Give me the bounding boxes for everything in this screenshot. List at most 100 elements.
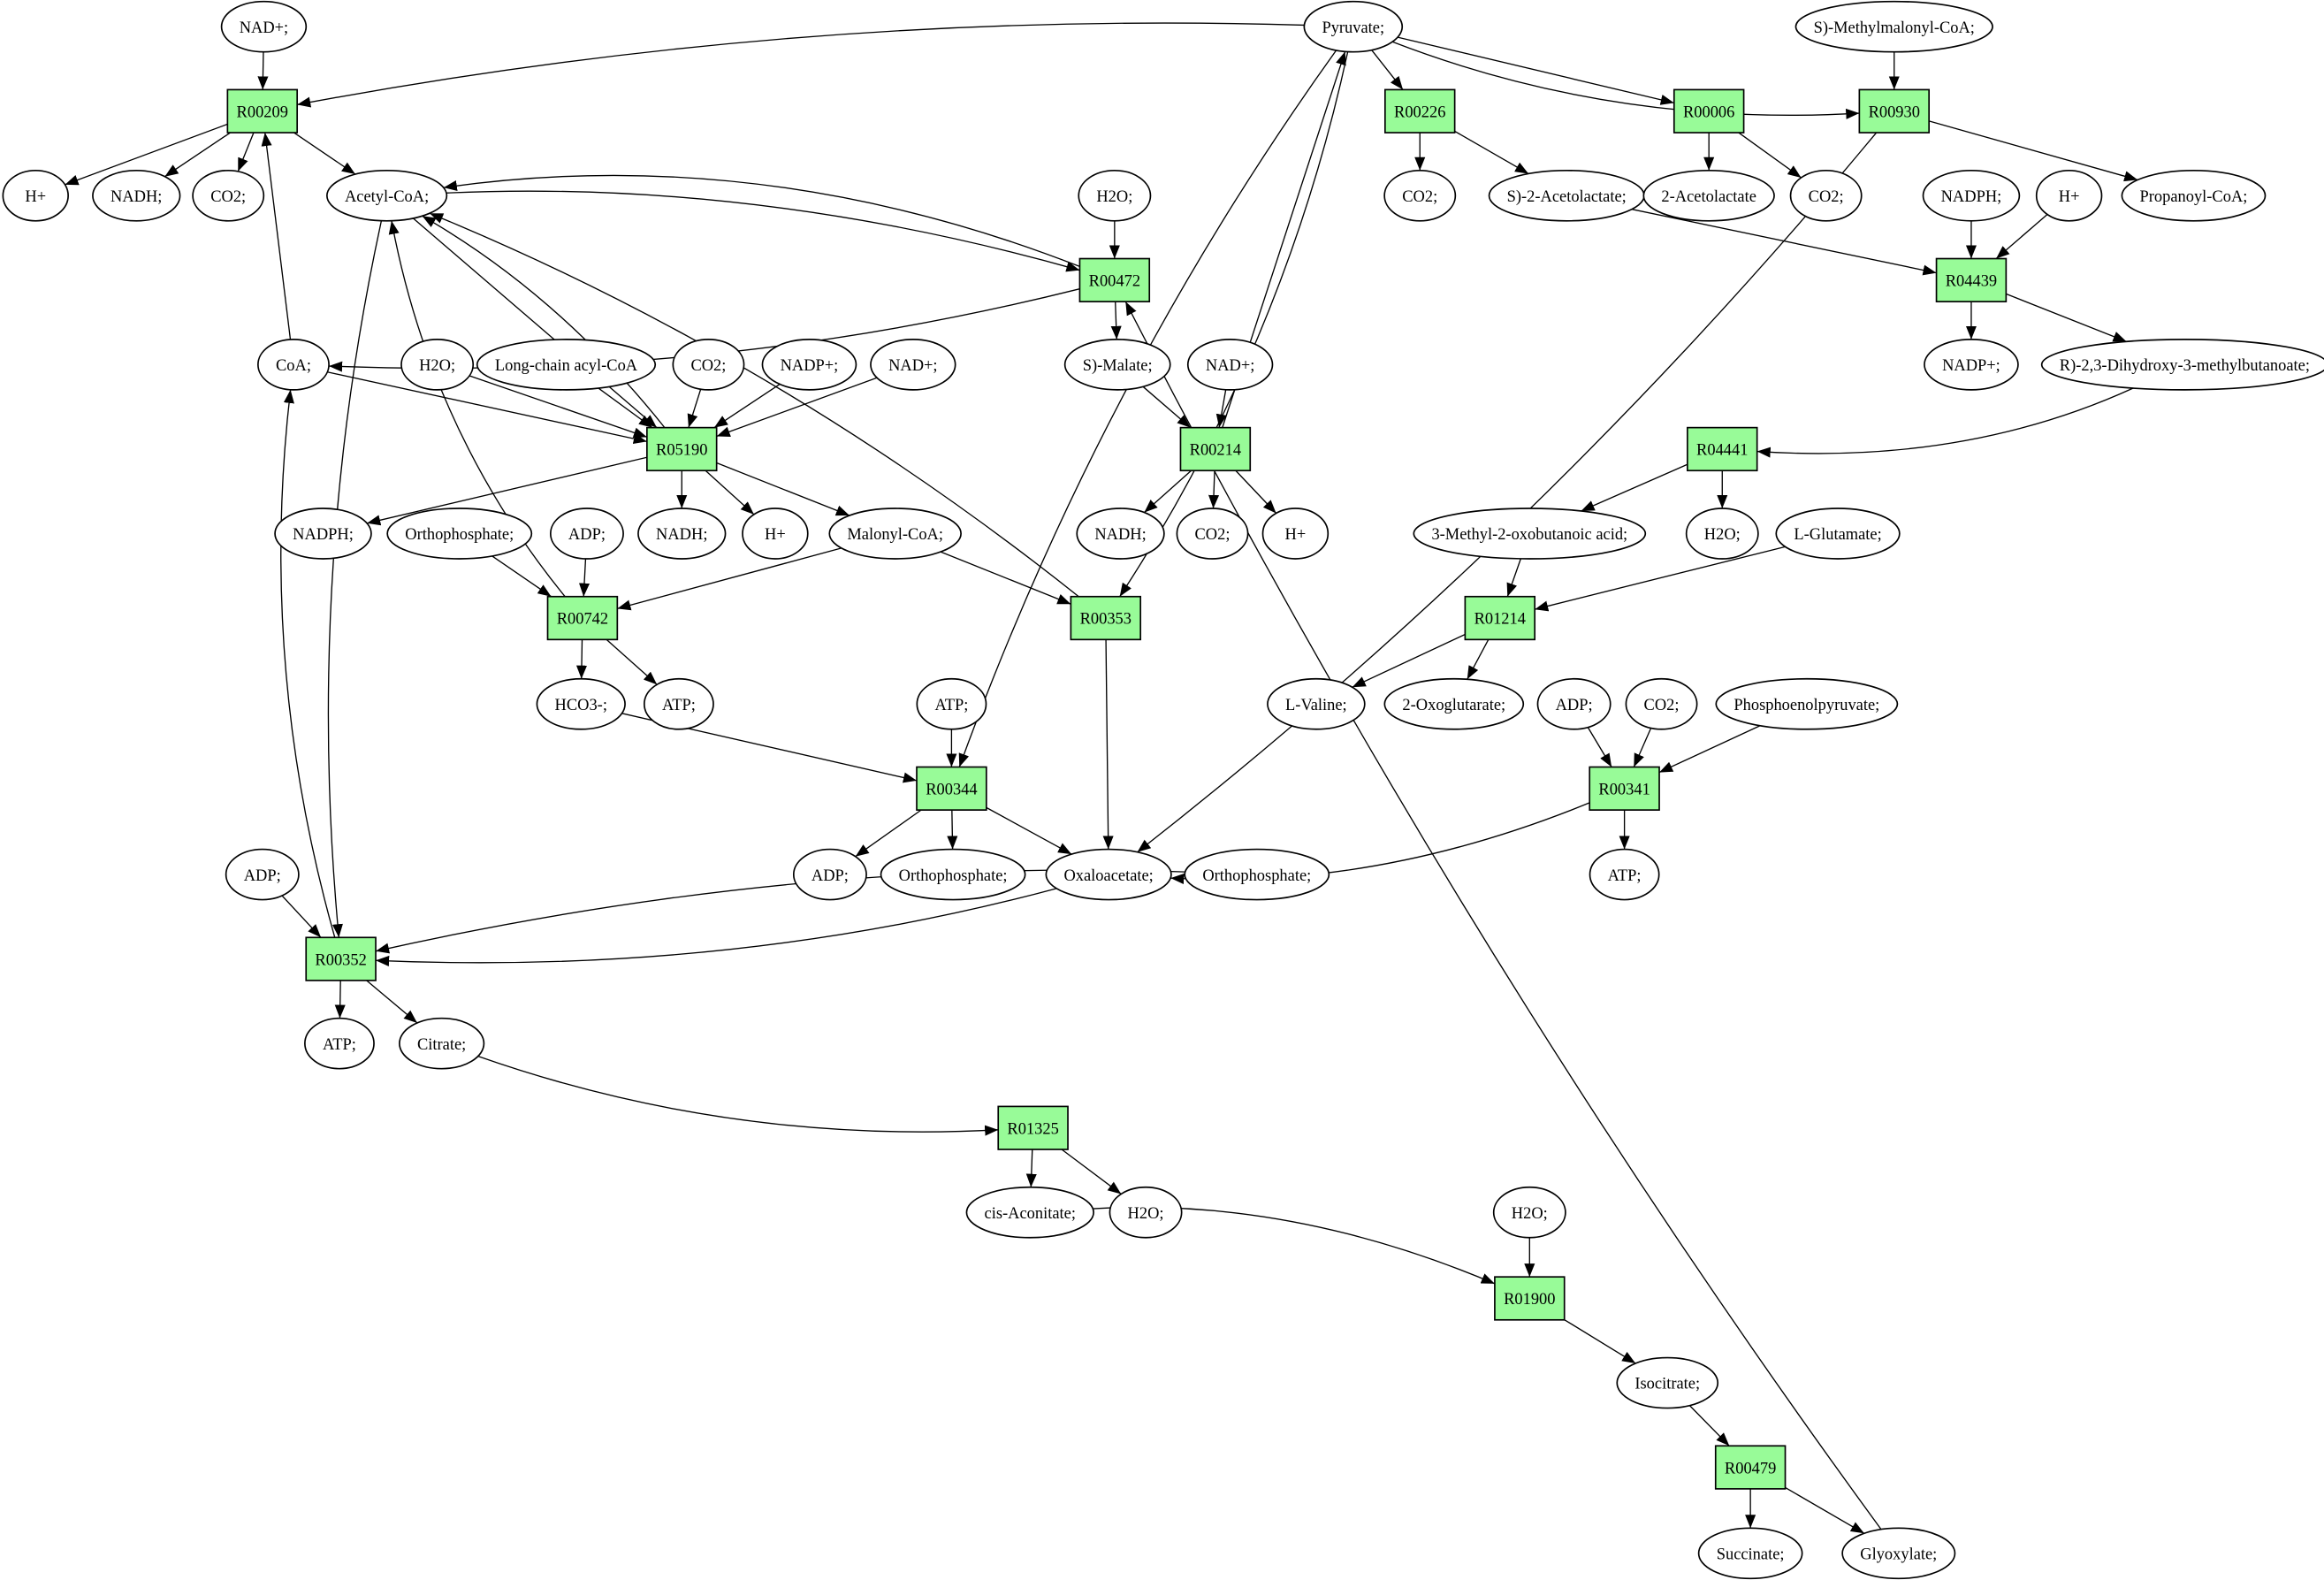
metabolite-node[interactable]	[2035, 169, 2103, 222]
metabolite-node[interactable]	[304, 1017, 375, 1070]
metabolite-node[interactable]	[1045, 848, 1172, 901]
metabolite-node[interactable]	[92, 169, 181, 222]
metabolite-node[interactable]	[1642, 169, 1775, 222]
metabolite-node[interactable]	[1775, 508, 1901, 560]
reaction-node[interactable]	[1179, 426, 1252, 472]
edge-n_co2d-to-R05190	[687, 388, 702, 428]
metabolite-node[interactable]	[1589, 848, 1660, 901]
metabolite-node[interactable]	[916, 677, 987, 730]
edge-n_pyr-to-R00209	[297, 22, 1305, 108]
highlighted-metabolite-node[interactable]	[1303, 0, 1404, 53]
metabolite-node[interactable]	[1841, 1527, 1956, 1580]
reaction-node[interactable]	[1687, 426, 1758, 472]
metabolite-node[interactable]	[1176, 508, 1249, 560]
edge-n_nad2-to-R05190	[716, 377, 878, 438]
reaction-node[interactable]	[646, 426, 718, 472]
metabolite-node[interactable]	[1715, 677, 1899, 730]
edge-R05190-to-n_nadph2	[367, 456, 648, 526]
edge-n_pyr-to-R00226	[1371, 50, 1404, 90]
edge-R01214-to-n_2og	[1467, 639, 1490, 680]
metabolite-node[interactable]	[1616, 1356, 1719, 1409]
edge-R00930-to-n_oaa	[1137, 132, 1878, 853]
metabolite-node[interactable]	[792, 848, 867, 901]
metabolite-node[interactable]	[1492, 1186, 1566, 1239]
edge-n_lcacoa-to-R05190	[598, 387, 653, 429]
reaction-node[interactable]	[1078, 257, 1151, 302]
metabolite-node[interactable]	[2, 169, 69, 222]
reaction-node[interactable]	[1673, 88, 1745, 134]
reaction-label: R00472	[1089, 272, 1140, 290]
metabolite-node[interactable]	[1261, 508, 1330, 560]
metabolite-node[interactable]	[225, 848, 300, 901]
reaction-node[interactable]	[1383, 88, 1456, 134]
reaction-node[interactable]	[1494, 1276, 1566, 1321]
reaction-node[interactable]	[997, 1105, 1069, 1150]
metabolite-node[interactable]	[400, 339, 475, 391]
reaction-node[interactable]	[546, 595, 619, 641]
edge-R00226-to-n_s2acl	[1454, 130, 1529, 175]
reaction-label: R01325	[1007, 1119, 1058, 1137]
edge-n_rdhmb-to-R04441	[1756, 387, 2134, 458]
metabolite-node[interactable]	[742, 508, 809, 560]
metabolite-label: NADPH;	[293, 525, 354, 543]
reaction-label: R01214	[1474, 610, 1526, 628]
metabolite-node[interactable]	[1383, 677, 1525, 730]
metabolite-node[interactable]	[1536, 677, 1612, 730]
metabolite-node[interactable]	[536, 677, 626, 730]
metabolite-label: S)-Methylmalonyl-CoA;	[1814, 19, 1975, 37]
edge-R01325-to-n_cisacon	[1025, 1149, 1037, 1187]
metabolite-node[interactable]	[549, 508, 624, 560]
metabolite-node[interactable]	[1413, 508, 1647, 560]
metabolite-label: Glyoxylate;	[1860, 1546, 1937, 1563]
metabolite-node[interactable]	[1794, 0, 1993, 53]
reaction-node[interactable]	[1070, 595, 1142, 641]
metabolite-node[interactable]	[1924, 339, 2019, 391]
metabolite-node[interactable]	[220, 0, 308, 53]
reaction-node[interactable]	[1714, 1445, 1787, 1490]
metabolite-node[interactable]	[1186, 339, 1274, 391]
metabolite-node[interactable]	[1685, 508, 1759, 560]
metabolite-node[interactable]	[1383, 169, 1457, 222]
metabolite-node[interactable]	[880, 848, 1026, 901]
metabolite-node[interactable]	[1625, 677, 1698, 730]
edge-R01325-to-n_h2o4	[1061, 1149, 1122, 1195]
metabolite-node[interactable]	[965, 1186, 1094, 1239]
reaction-node[interactable]	[1935, 257, 2008, 302]
metabolite-label: CO2;	[210, 187, 246, 205]
metabolite-node[interactable]	[2121, 169, 2267, 222]
metabolite-node[interactable]	[257, 339, 330, 391]
metabolite-node[interactable]	[1184, 848, 1330, 901]
metabolite-node[interactable]	[1078, 169, 1152, 222]
metabolite-node[interactable]	[274, 508, 372, 560]
edge-n_pi1-to-R00742	[491, 555, 552, 598]
metabolite-node[interactable]	[326, 169, 448, 222]
reaction-node[interactable]	[916, 766, 987, 811]
metabolite-node[interactable]	[1063, 339, 1171, 391]
metabolite-label: L-Valine;	[1285, 696, 1347, 714]
reaction-node[interactable]	[1589, 766, 1660, 811]
metabolite-node[interactable]	[828, 508, 962, 560]
metabolite-node[interactable]	[672, 339, 745, 391]
metabolite-node[interactable]	[192, 169, 265, 222]
metabolite-node[interactable]	[637, 508, 727, 560]
metabolite-node[interactable]	[870, 339, 956, 391]
reaction-node[interactable]	[1858, 88, 1931, 134]
reaction-node[interactable]	[226, 88, 299, 134]
edge-R00353-to-n_accoa	[429, 212, 1079, 598]
metabolite-node[interactable]	[399, 1017, 485, 1070]
metabolite-node[interactable]	[1697, 1527, 1803, 1580]
metabolite-node[interactable]	[1076, 508, 1165, 560]
reaction-node[interactable]	[305, 936, 377, 981]
metabolite-node[interactable]	[2040, 339, 2324, 391]
metabolite-node[interactable]	[476, 339, 657, 391]
metabolite-node[interactable]	[1922, 169, 2021, 222]
metabolite-node[interactable]	[386, 508, 533, 560]
reaction-node[interactable]	[1464, 595, 1536, 641]
metabolite-node[interactable]	[1789, 169, 1863, 222]
metabolite-node[interactable]	[643, 677, 714, 730]
metabolite-node[interactable]	[761, 339, 857, 391]
edge-R00930-to-n_propcoa	[1928, 120, 2138, 182]
highlighted-metabolite-node[interactable]	[1267, 677, 1366, 730]
metabolite-label: H2O;	[1512, 1204, 1548, 1222]
metabolite-node[interactable]	[1109, 1186, 1183, 1239]
